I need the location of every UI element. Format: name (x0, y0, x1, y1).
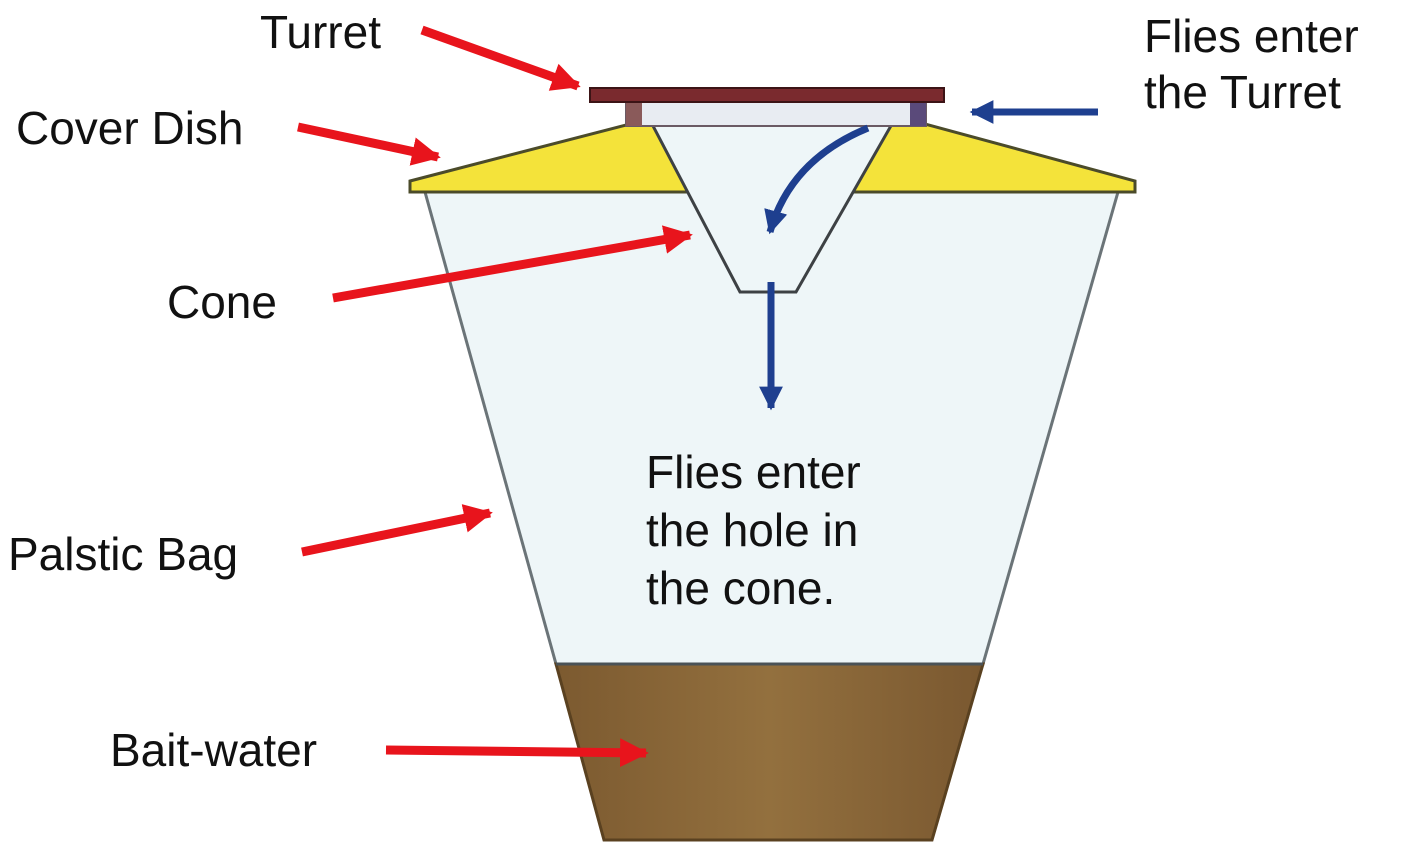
bait-water-arrow (385, 738, 649, 768)
flies-enter-hole-line-1: Flies enter (646, 446, 861, 498)
flies-enter-turret-line-2: the Turret (1144, 66, 1341, 118)
plastic-bag-arrow (301, 504, 493, 557)
flies-enter-turret-annotation: Flies enter the Turret (1144, 10, 1372, 118)
turret-label: Turret (260, 6, 381, 58)
flies-enter-hole-line-2: the hole in (646, 504, 858, 556)
cone-label: Cone (167, 276, 277, 328)
plastic-bag-label: Palstic Bag (8, 528, 238, 580)
flies-enter-hole-annotation: Flies enter the hole in the cone. (646, 446, 874, 614)
bait-water-label: Bait-water (110, 724, 317, 776)
cover-dish-label: Cover Dish (16, 102, 244, 154)
flies-enter-turret-line-1: Flies enter (1144, 10, 1359, 62)
cover-dish-arrow (297, 122, 441, 166)
flies-enter-hole-line-3: the cone. (646, 562, 835, 614)
turret-arrow (420, 25, 581, 91)
turret-body (625, 99, 927, 127)
cone-arrow (332, 225, 693, 303)
turret-lid (589, 87, 945, 103)
flow-arrow-into-cone (764, 124, 870, 235)
